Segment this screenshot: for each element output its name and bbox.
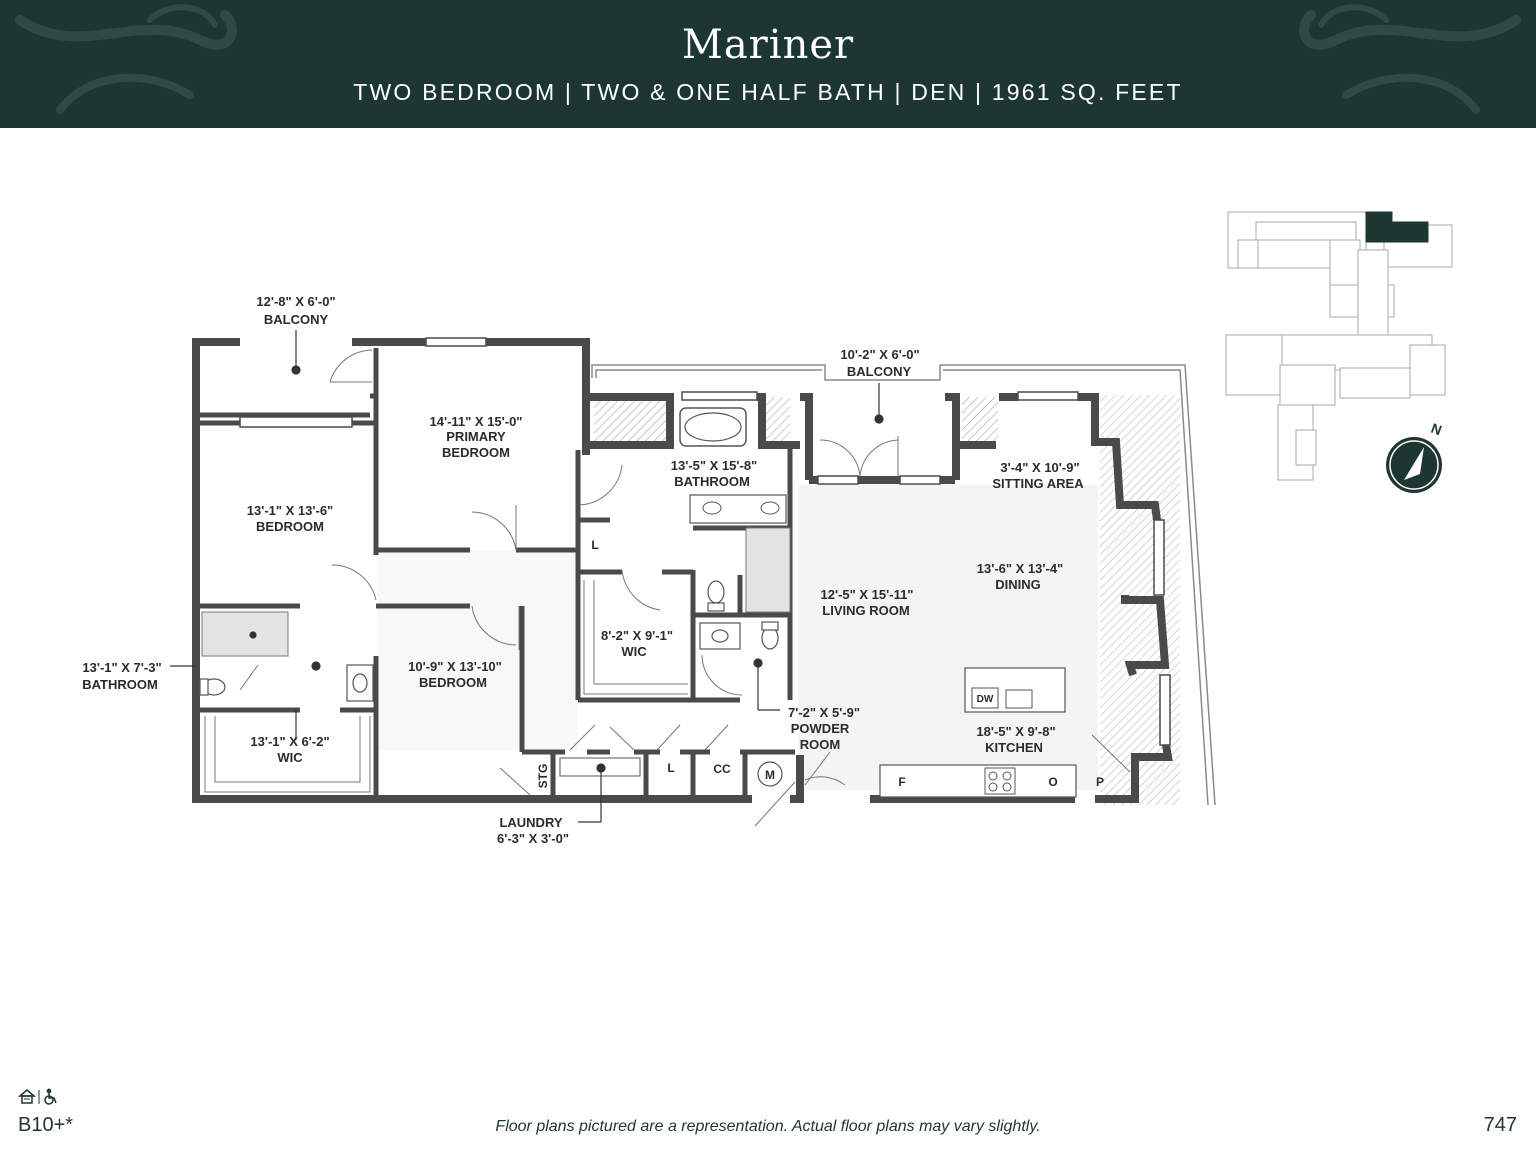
powder-room-size: 7'-2" X 5'-9" — [788, 705, 860, 720]
wheelchair-icon — [44, 1088, 57, 1105]
interior-walls — [196, 348, 795, 795]
unit-highlight — [1365, 211, 1429, 243]
bedroom-1-size: 13'-1" X 13'-6" — [247, 503, 333, 518]
door-swings — [239, 349, 1131, 827]
coat-closet-label: CC — [713, 762, 731, 776]
toilet-icon — [199, 580, 779, 696]
bedroom-2-name: BEDROOM — [419, 675, 487, 690]
bathroom-2-size: 13'-1" X 7'-3" — [82, 660, 161, 675]
leader-markers — [170, 330, 884, 823]
linen-closet-1-label: L — [591, 538, 598, 552]
pantry-label: P — [1096, 775, 1104, 789]
primary-bedroom-name-1: PRIMARY — [446, 429, 506, 444]
kitchen-name: KITCHEN — [985, 740, 1043, 755]
plan-subtitle: TWO BEDROOM | TWO & ONE HALF BATH | DEN … — [353, 79, 1183, 105]
bathroom-1-size: 13'-5" X 15'-8" — [671, 458, 757, 473]
linen-closet-2-label: L — [667, 761, 674, 775]
powder-room-name-1: POWDER — [791, 721, 850, 736]
powder-room-name-2: ROOM — [800, 737, 840, 752]
balcony-1-name: BALCONY — [264, 312, 329, 327]
wic-1-name: WIC — [621, 644, 647, 659]
kitchen-size: 18'-5" X 9'-8" — [976, 724, 1055, 739]
bedroom-2-size: 10'-9" X 13'-10" — [408, 659, 502, 674]
storage-label: STG — [536, 764, 550, 789]
accessibility-icons — [18, 1088, 57, 1105]
room-labels: 12'-8" X 6'-0" BALCONY 14'-11" X 15'-0" … — [82, 294, 1084, 846]
living-room-name: LIVING ROOM — [822, 603, 909, 618]
mechanical-icon — [757, 761, 783, 787]
floor-area — [378, 485, 1098, 790]
sitting-area-name: SITTING AREA — [992, 476, 1084, 491]
bathroom-2-name: BATHROOM — [82, 677, 158, 692]
unit-number: 747 — [1483, 1114, 1517, 1136]
shower-tiles — [201, 527, 791, 657]
laundry-name: LAUNDRY — [499, 815, 562, 830]
disclaimer-note: Floor plans pictured are a representatio… — [495, 1118, 1041, 1135]
equal-housing-icon — [18, 1089, 37, 1104]
bathtub-icon — [679, 407, 747, 447]
exterior-walls — [192, 338, 1173, 803]
primary-bedroom-name-2: BEDROOM — [442, 445, 510, 460]
wic-1-size: 8'-2" X 9'-1" — [601, 628, 673, 643]
wic-shelving — [204, 580, 688, 793]
fixture-labels: L L STG CC M DW F O P — [536, 538, 1104, 789]
balcony-2-size: 10'-2" X 6'-0" — [840, 347, 919, 362]
dining-name: DINING — [995, 577, 1041, 592]
kitchen-counter — [879, 764, 1077, 798]
sitting-area-size: 3'-4" X 10'-9" — [1000, 460, 1079, 475]
unit-code: B10+* — [18, 1114, 74, 1136]
balcony-2-name: BALCONY — [847, 364, 912, 379]
fridge-label: F — [898, 775, 905, 789]
header-banner: Mariner TWO BEDROOM | TWO & ONE HALF BAT… — [0, 0, 1536, 128]
wic-2-name: WIC — [277, 750, 303, 765]
wic-2-size: 13'-1" X 6'-2" — [250, 734, 329, 749]
oven-label: O — [1048, 775, 1057, 789]
windows — [239, 337, 1171, 746]
plan-title: Mariner — [681, 22, 855, 68]
bedroom-1-name: BEDROOM — [256, 519, 324, 534]
sink-icon — [346, 622, 741, 702]
dishwasher-label: DW — [977, 694, 994, 705]
mechanical-label: M — [765, 768, 775, 782]
bathroom-1-name: BATHROOM — [674, 474, 750, 489]
compass-icon: N — [1386, 420, 1444, 493]
primary-bedroom-size: 14'-11" X 15'-0" — [430, 414, 523, 429]
key-plan — [1225, 211, 1453, 481]
left-ornament-icon — [15, 4, 237, 114]
vanity — [689, 494, 787, 524]
hatched-walls — [594, 397, 998, 443]
kitchen-island — [964, 667, 1066, 713]
balcony-1-size: 12'-8" X 6'-0" — [256, 294, 335, 309]
right-ornament-icon — [1299, 4, 1521, 114]
dining-size: 13'-6" X 13'-4" — [977, 561, 1063, 576]
compass-north-label: N — [1429, 420, 1444, 438]
laundry-size: 6'-3" X 3'-0" — [497, 831, 569, 846]
living-room-size: 12'-5" X 15'-11" — [821, 587, 914, 602]
